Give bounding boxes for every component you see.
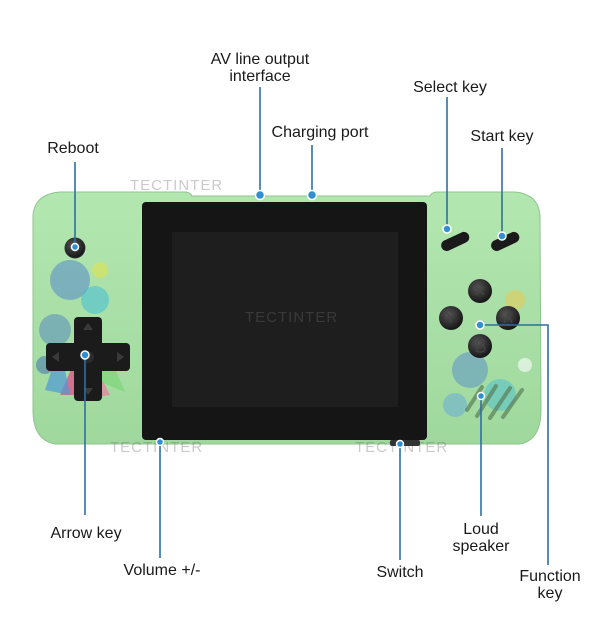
start-key[interactable] — [489, 230, 521, 253]
body-watermark-left: TECTINTER — [110, 439, 203, 456]
right-splash-decoration — [443, 290, 532, 417]
power-switch[interactable] — [390, 440, 420, 446]
anchor-dots — [70, 189, 507, 449]
leader-lines — [74, 87, 549, 565]
screen-watermark: TECTINTER — [245, 309, 338, 326]
select-key[interactable] — [439, 230, 471, 253]
label-charging-port: Charging port — [271, 124, 369, 141]
screen-display — [172, 232, 398, 407]
label-switch: Switch — [376, 564, 424, 581]
top-watermark: TECTINTER — [130, 177, 223, 194]
label-function-key: Function key — [519, 568, 581, 602]
speaker-grille — [465, 384, 524, 420]
label-volume: Volume +/- — [123, 562, 201, 579]
label-start-key: Start key — [470, 128, 534, 145]
label-arrow-key: Arrow key — [50, 525, 122, 542]
label-av-output: AV line output interface — [210, 51, 310, 85]
face-buttons-icon — [439, 279, 520, 358]
label-loud-speaker: Loud speaker — [452, 521, 510, 555]
label-reboot: Reboot — [47, 140, 99, 157]
label-select-key: Select key — [413, 79, 487, 96]
face-button-a[interactable] — [496, 306, 520, 330]
